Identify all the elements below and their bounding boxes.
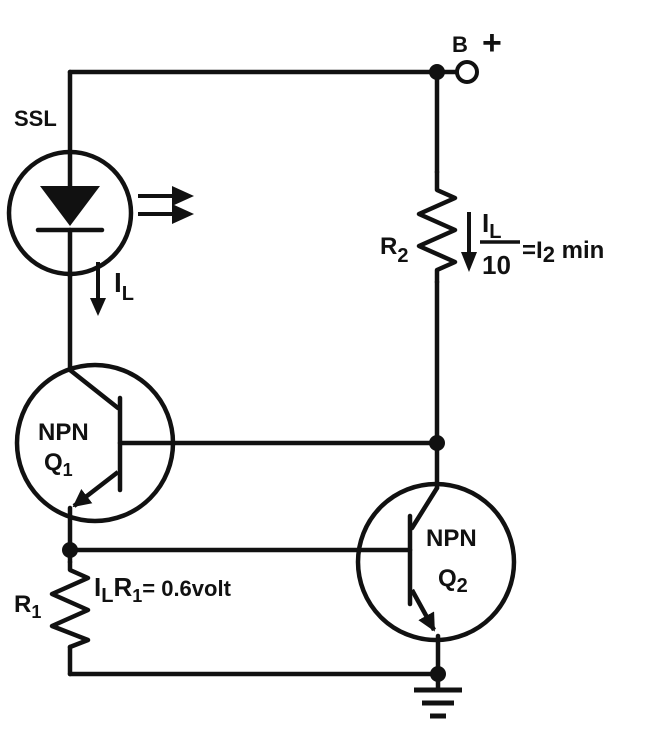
q2-name-label: Q2 (438, 565, 468, 597)
q1-emitter-arrow (72, 470, 120, 508)
supply-polarity: + (482, 24, 502, 62)
emitter-junction-dot (62, 542, 78, 558)
q2-collector-lead (409, 485, 440, 531)
light-emission-icon (138, 186, 194, 224)
supply-terminal (455, 60, 479, 84)
r1-resistor (49, 559, 91, 650)
top-junction-dot (429, 64, 445, 80)
q1-name-label: Q1 (44, 449, 73, 480)
led-current-label: IL (114, 267, 134, 305)
q1-body (14, 362, 176, 524)
supply-label: B (452, 32, 468, 57)
ground-icon (414, 687, 462, 719)
led-label: SSL (14, 106, 57, 131)
r2-current-arrow-icon (461, 212, 477, 272)
q2-transistor (355, 481, 517, 643)
led-diode-triangle (40, 186, 100, 226)
q2-body (355, 481, 517, 643)
ground-junction-dot (430, 666, 446, 682)
r2-current-equation: =I2 min (522, 237, 604, 267)
q2-type-label: NPN (426, 525, 477, 552)
r2-current-formula: IL 10 =I2 min (480, 208, 604, 280)
r2-resistor (416, 169, 458, 285)
r2-fraction-denominator: 10 (482, 250, 511, 280)
q1-collector-lead (67, 367, 121, 411)
q1-transistor (14, 362, 176, 524)
q2-emitter-arrow (410, 588, 436, 632)
led-current-arrow-icon (90, 262, 106, 316)
mid-junction-dot (429, 435, 445, 451)
junctions (62, 64, 446, 682)
q1-type-label: NPN (38, 419, 89, 446)
r2-fraction-numerator: IL (482, 208, 501, 243)
led-symbol (6, 149, 194, 279)
r1-label: R1 (14, 591, 41, 622)
r2-label: R2 (380, 233, 408, 267)
r1-voltage-equation: ILR1= 0.6volt (94, 572, 232, 607)
